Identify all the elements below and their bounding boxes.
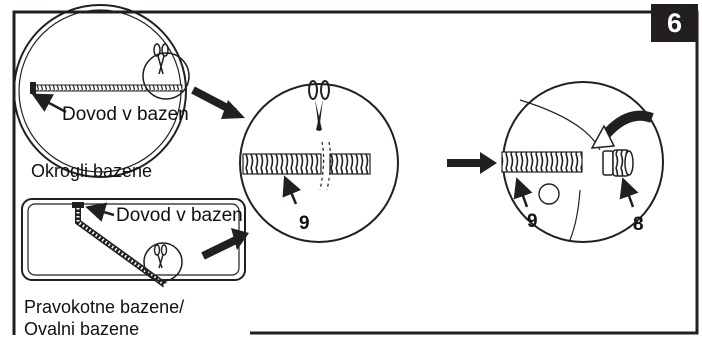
round-pool-illustration [13,4,190,178]
cut-hose-zoom [239,80,399,243]
pointer-arrow [31,93,67,114]
pointer-arrow [619,177,639,208]
scissors-icon [153,43,169,75]
step-number-badge: 6 [651,4,698,42]
hose-segment-left [242,153,322,175]
label-rect-pool-line1: Pravokotne bazene/ [24,297,185,317]
pointer-arrow [85,202,115,222]
scissors-icon [153,244,168,269]
hose-round-pool [31,84,183,92]
pointer-arrow [513,177,533,208]
label-rect-pool-line2: Ovalni bazene [24,319,140,339]
scissors-icon [308,80,330,131]
label-round-pool: Okrogli bazene [31,161,153,181]
arrow-to-zoom-bottom [201,234,242,260]
pointer-arrow [282,175,301,205]
rect-pool-illustration [21,198,246,288]
cut-zoom-circle [142,52,190,100]
connect-fitting-zoom [501,81,664,243]
label-inlet-rect: Dovod v bazen [116,205,243,226]
hose-connect [501,151,583,173]
part-number-hose-cut: 9 [299,213,310,234]
fitting-part [602,149,634,177]
label-inlet-round: Dovod v bazen [62,104,189,125]
hose-segment-right [329,153,371,175]
part-number-hose-connect: 9 [527,211,538,232]
part-number-fitting: 8 [633,214,644,235]
cut-zoom-circle-rect [143,242,183,282]
